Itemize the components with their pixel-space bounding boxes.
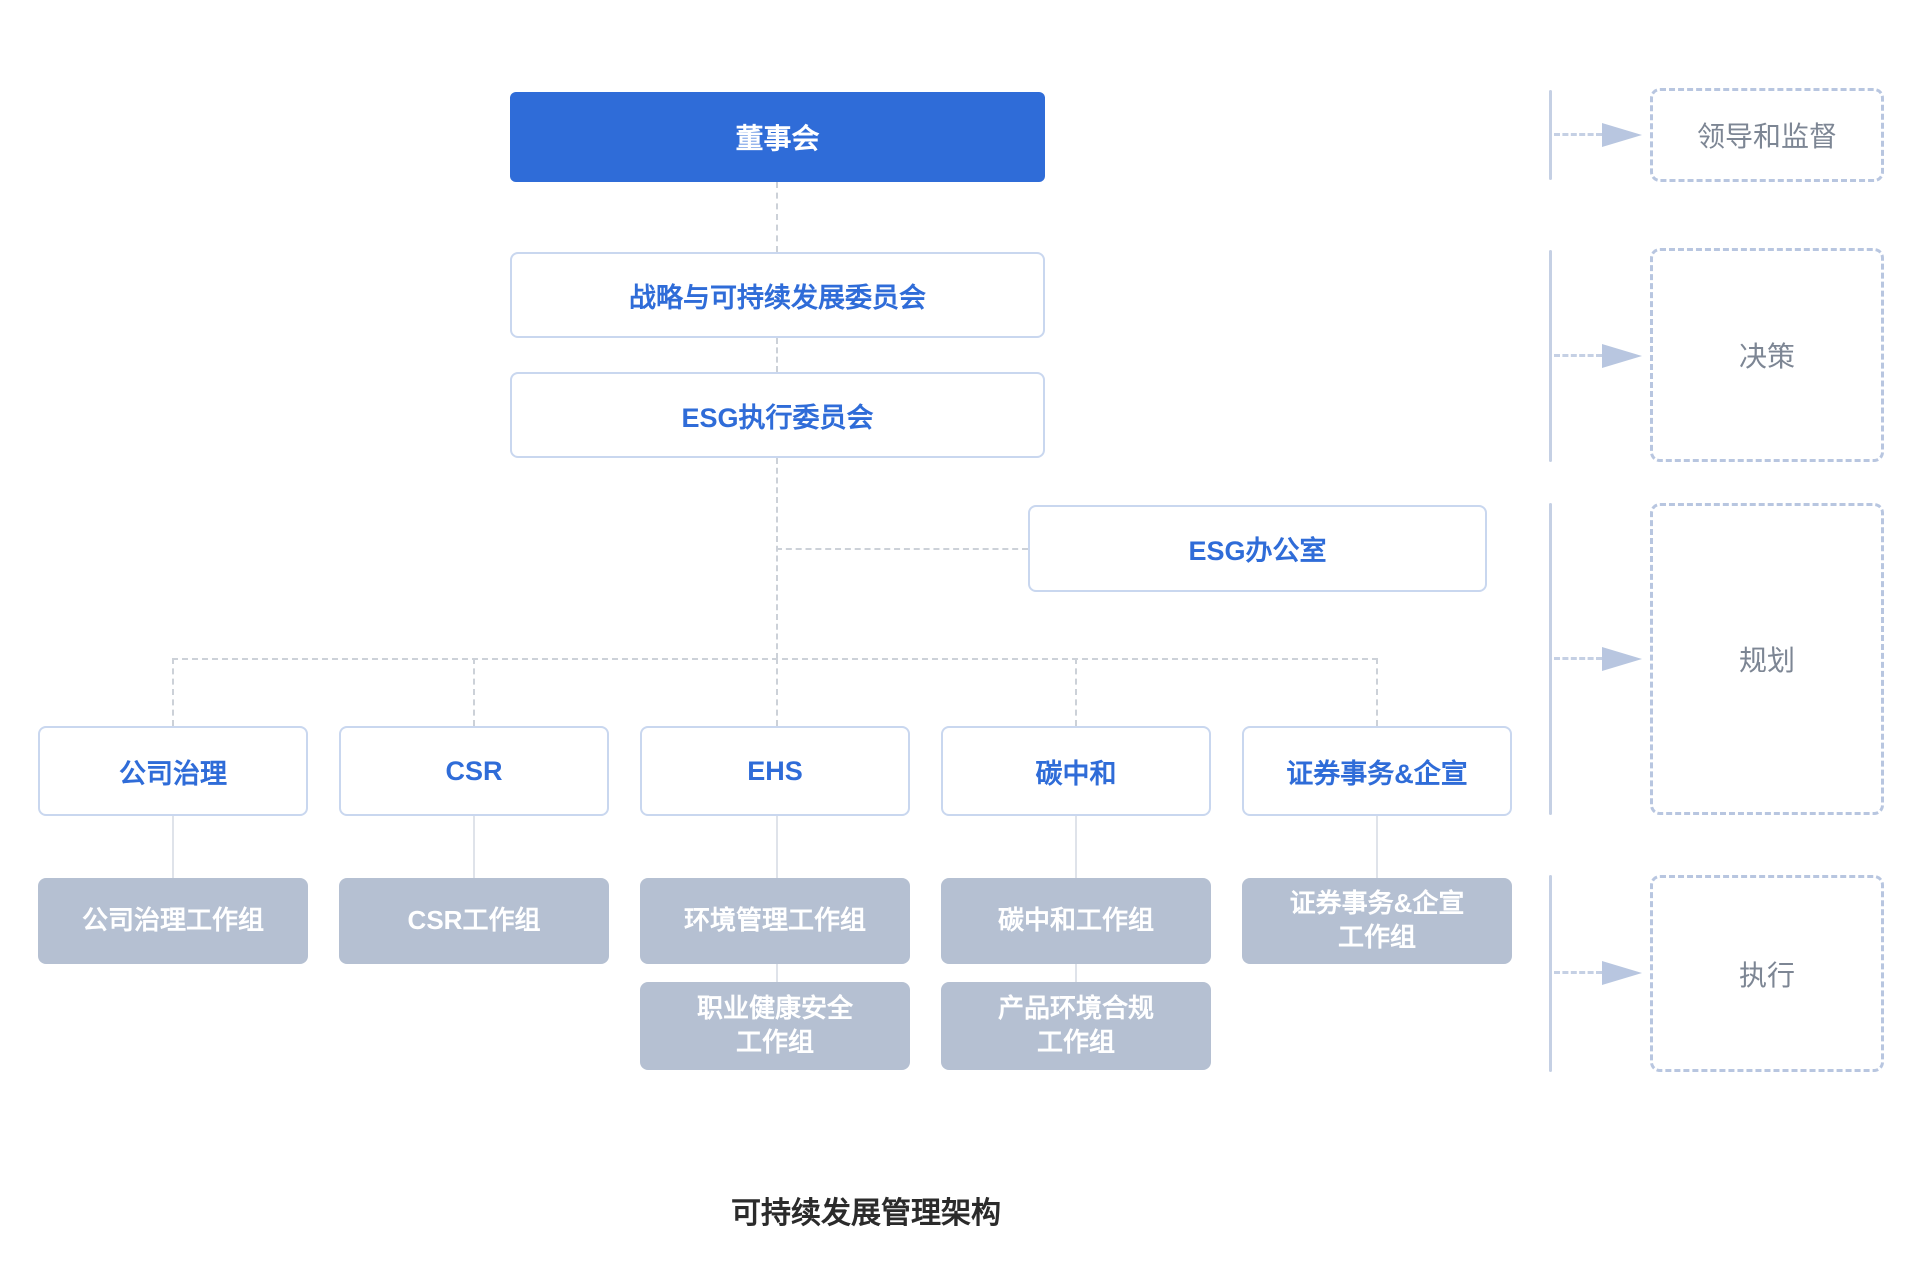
connector-drop-csr: [473, 658, 475, 726]
arrow-right-icon: [1602, 344, 1642, 368]
dept-securities-box: 证券事务&企宣: [1242, 726, 1512, 816]
esg-office-box: ESG办公室: [1028, 505, 1487, 592]
connector-drop-ehs: [776, 658, 778, 726]
connector-securities-wg: [1376, 816, 1378, 878]
diagram-caption: 可持续发展管理架构: [731, 1197, 1001, 1230]
arrow-line-leadership: [1554, 133, 1602, 136]
connector-esgexec-branch: [776, 458, 778, 659]
workgroup-csr-box: CSR工作组: [339, 878, 609, 964]
arrow-line-planning: [1554, 657, 1602, 660]
stage-planning-box: 规划: [1650, 503, 1884, 815]
connector-ehs-wg: [776, 816, 778, 878]
stage-leadership-box: 领导和监督: [1650, 88, 1884, 182]
arrow-line-execution: [1554, 971, 1602, 974]
connector-csr-wg: [473, 816, 475, 878]
connector-carbon-product: [1075, 964, 1077, 982]
connector-envmgmt-ohs: [776, 964, 778, 982]
stage-rail-decision: [1549, 250, 1552, 462]
arrow-line-decision: [1554, 354, 1602, 357]
dept-governance-box: 公司治理: [38, 726, 308, 816]
connector-drop-governance: [172, 658, 174, 726]
connector-esg-office: [776, 548, 1028, 550]
connector-board-strategy: [776, 182, 778, 252]
connector-strategy-esgexec: [776, 338, 778, 372]
dept-ehs-box: EHS: [640, 726, 910, 816]
connector-carbon-wg: [1075, 816, 1077, 878]
connector-drop-carbon: [1075, 658, 1077, 726]
board-box: 董事会: [510, 92, 1045, 182]
dept-csr-box: CSR: [339, 726, 609, 816]
connector-governance-wg: [172, 816, 174, 878]
workgroup-carbon-box: 碳中和工作组: [941, 878, 1211, 964]
stage-decision-box: 决策: [1650, 248, 1884, 462]
committee-esg-exec-box: ESG执行委员会: [510, 372, 1045, 458]
arrow-right-icon: [1602, 961, 1642, 985]
arrow-right-icon: [1602, 647, 1642, 671]
connector-branch-line: [172, 658, 1378, 660]
workgroup-securities-box: 证券事务&企宣 工作组: [1242, 878, 1512, 964]
workgroup-product-compliance-box: 产品环境合规 工作组: [941, 982, 1211, 1070]
stage-execution-box: 执行: [1650, 875, 1884, 1072]
workgroup-governance-box: 公司治理工作组: [38, 878, 308, 964]
workgroup-ohs-box: 职业健康安全 工作组: [640, 982, 910, 1070]
connector-drop-securities: [1376, 658, 1378, 726]
stage-rail-execution: [1549, 875, 1552, 1072]
workgroup-env-mgmt-box: 环境管理工作组: [640, 878, 910, 964]
dept-carbon-box: 碳中和: [941, 726, 1211, 816]
stage-rail-leadership: [1549, 90, 1552, 180]
arrow-right-icon: [1602, 123, 1642, 147]
stage-rail-planning: [1549, 503, 1552, 815]
committee-strategy-box: 战略与可持续发展委员会: [510, 252, 1045, 338]
